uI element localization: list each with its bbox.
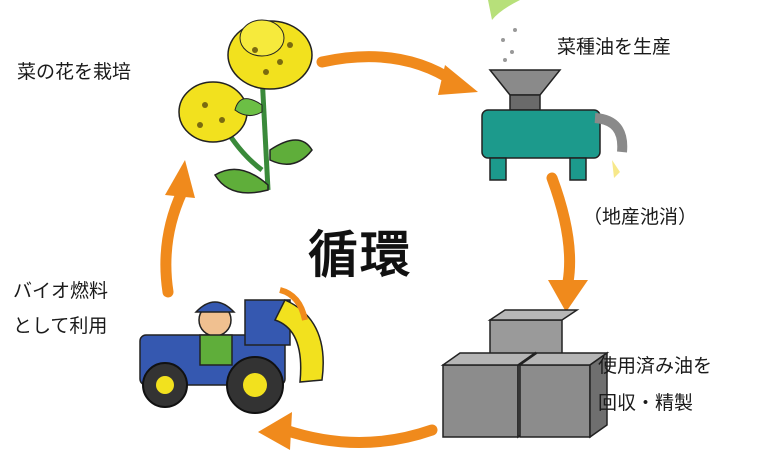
label-local-consumption: （地産池消）	[583, 206, 698, 228]
cycle-arrows	[160, 51, 588, 450]
arrow-flower-to-press	[316, 51, 461, 88]
tractor-farmer-icon	[139, 287, 324, 414]
arrow-head-3	[258, 412, 292, 450]
label-biofuel-line1: バイオ燃料	[13, 280, 109, 302]
label-rapeseed-cultivation: 菜の花を栽培	[17, 61, 132, 83]
cycle-center-title: 循環	[308, 226, 412, 284]
arrow-head-1	[438, 65, 478, 95]
arrow-head-2	[548, 280, 588, 312]
label-oil-production: 菜種油を生産	[557, 36, 672, 58]
arrow-tanks-to-tractor	[279, 424, 438, 448]
oil-press-machine-icon	[481, 0, 628, 181]
label-biofuel-line2: として利用	[13, 315, 108, 337]
label-collect-line2: 回収・精製	[598, 392, 694, 414]
label-collect-line1: 使用済み油を	[598, 355, 713, 377]
arrow-press-to-tanks	[546, 172, 576, 288]
oil-tanks-icon	[440, 309, 610, 439]
arrow-head-4	[165, 160, 195, 198]
rapeseed-flower-icon	[178, 19, 313, 194]
arrow-tractor-to-flower	[160, 186, 188, 298]
